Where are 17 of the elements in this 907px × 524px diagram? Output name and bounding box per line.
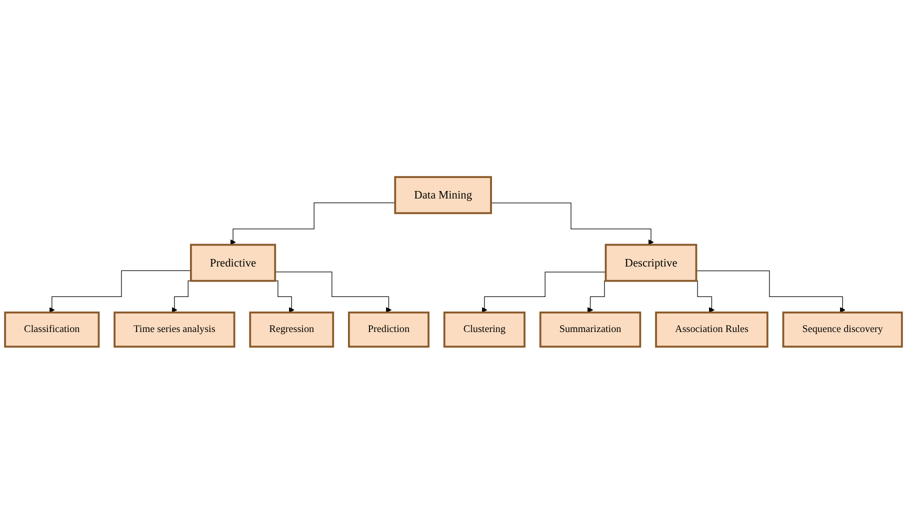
node-box: Sequence discovery (782, 312, 903, 348)
node-box: Regression (249, 312, 334, 348)
node-box: Clustering (443, 312, 526, 348)
node-box: Association Rules (655, 312, 768, 348)
arrow (490, 202, 654, 246)
node-box: Descriptive (604, 244, 698, 282)
node-box: Summarization (539, 312, 642, 348)
node-box: Time series analysis (114, 312, 236, 348)
node-box: Data Mining (394, 176, 492, 214)
node-box: Predictive (190, 244, 276, 282)
arrow (274, 272, 392, 313)
arrow (482, 272, 606, 313)
node-box: Classification (4, 312, 100, 348)
arrow (696, 270, 846, 313)
node-box: Prediction (348, 312, 430, 348)
arrow (49, 270, 192, 313)
arrow (230, 202, 396, 246)
